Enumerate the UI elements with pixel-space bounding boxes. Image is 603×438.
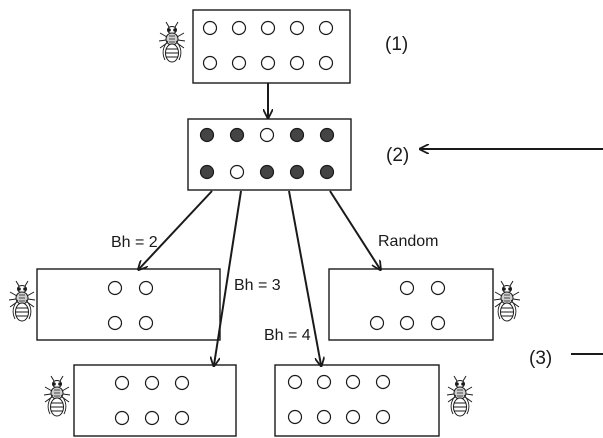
well-filled (259, 164, 275, 180)
well-open (114, 410, 130, 426)
plate-random (328, 268, 494, 341)
fly-icon (446, 375, 474, 417)
branch-label-bh2: Bh = 2 (111, 234, 158, 251)
well-open (289, 20, 305, 36)
well-open (316, 409, 332, 425)
plate-bh3 (73, 364, 237, 437)
fly-icon (8, 280, 36, 322)
step-2-label: (2) (386, 145, 409, 166)
well-filled (289, 164, 305, 180)
well-open (260, 20, 276, 36)
well-open (231, 55, 247, 71)
fly-icon (43, 375, 71, 417)
well-open (345, 409, 361, 425)
well-open (430, 280, 446, 296)
well-open (375, 374, 391, 390)
well-open (144, 375, 160, 391)
fly-icon (158, 21, 186, 63)
step-3-label: (3) (529, 348, 552, 369)
well-open (231, 20, 247, 36)
well-open (144, 410, 160, 426)
branch-label-bh3: Bh = 3 (234, 277, 281, 294)
well-open (114, 375, 130, 391)
arrow-to-bh2 (139, 190, 213, 269)
well-filled (199, 164, 215, 180)
well-open (345, 374, 361, 390)
well-open (138, 315, 154, 331)
fly-icon (493, 280, 521, 322)
well-open (107, 280, 123, 296)
well-open (259, 127, 275, 143)
well-open (107, 315, 123, 331)
branch-label-bh4: Bh = 4 (264, 327, 311, 344)
well-filled (229, 127, 245, 143)
well-open (399, 315, 415, 331)
wells-layer (107, 20, 446, 426)
arrow-to-bh3 (214, 190, 242, 365)
well-filled (199, 127, 215, 143)
well-filled (289, 127, 305, 143)
well-open (202, 55, 218, 71)
well-open (260, 55, 276, 71)
well-open (289, 55, 305, 71)
well-open (287, 374, 303, 390)
arrow-to-bh4 (288, 190, 321, 365)
well-filled (319, 127, 335, 143)
well-open (174, 410, 190, 426)
well-open (399, 280, 415, 296)
step-1-label: (1) (385, 34, 408, 55)
branch-label-random: Random (378, 233, 438, 250)
well-open (318, 20, 334, 36)
well-open (369, 315, 385, 331)
plate-bh4 (274, 364, 440, 437)
well-open (202, 20, 218, 36)
plate-bh2 (36, 268, 221, 341)
well-open (229, 164, 245, 180)
well-open (174, 375, 190, 391)
well-open (287, 409, 303, 425)
well-open (375, 409, 391, 425)
well-open (138, 280, 154, 296)
well-open (316, 374, 332, 390)
arrow-to-random (329, 190, 380, 269)
well-filled (319, 164, 335, 180)
well-open (318, 55, 334, 71)
well-open (430, 315, 446, 331)
